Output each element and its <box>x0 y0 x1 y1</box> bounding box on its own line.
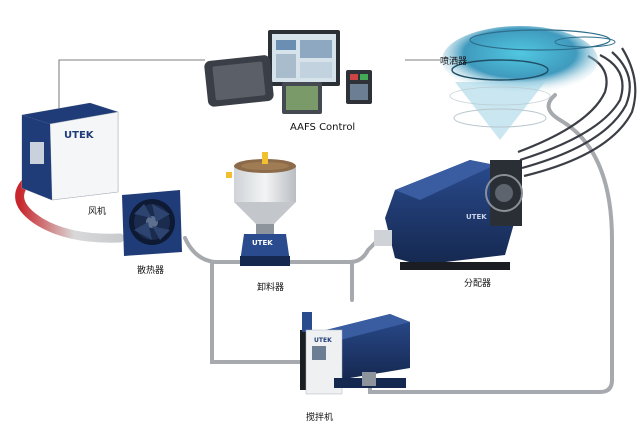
label-radiator: 散热器 <box>137 266 165 276</box>
label-mixer: 搅拌机 <box>306 413 334 423</box>
mixer-return-pipe <box>368 93 614 394</box>
unloader-brand-logo: UTEK <box>252 239 273 247</box>
loop-left-pipe <box>210 260 302 364</box>
distributor-output-hoses <box>517 47 637 178</box>
mixer-brand-logo: UTEK <box>314 337 332 344</box>
distributor-machine-icon <box>374 160 523 270</box>
output-hose-3 <box>523 47 637 178</box>
silo-hopper-icon <box>226 152 296 266</box>
control-panel-devices-icon <box>204 30 372 114</box>
fish-pen-sprinkler-icon <box>442 26 616 140</box>
label-sprinkler: 喷洒器 <box>440 57 468 67</box>
blower-hose <box>15 173 125 243</box>
blower-cabinet-icon <box>21 102 119 201</box>
label-blower: 风机 <box>88 207 107 217</box>
label-distributor: 分配器 <box>464 279 492 289</box>
label-unloader: 卸料器 <box>257 283 285 293</box>
output-hose-4 <box>517 55 608 154</box>
output-hose-1 <box>519 54 624 162</box>
blower-brand-logo: UTEK <box>64 130 94 141</box>
mixer-machine-icon <box>300 312 410 395</box>
distributor-brand-logo: UTEK <box>466 213 487 221</box>
output-hose-2 <box>521 51 631 170</box>
radiator-to-unloader-pipe <box>183 236 247 264</box>
radiator-fan-icon <box>122 190 182 256</box>
control-line <box>58 59 205 110</box>
pipe-network <box>183 93 614 394</box>
label-aafs-control: AAFS Control <box>290 122 356 133</box>
unloader-to-distributor-pipe <box>288 236 382 264</box>
